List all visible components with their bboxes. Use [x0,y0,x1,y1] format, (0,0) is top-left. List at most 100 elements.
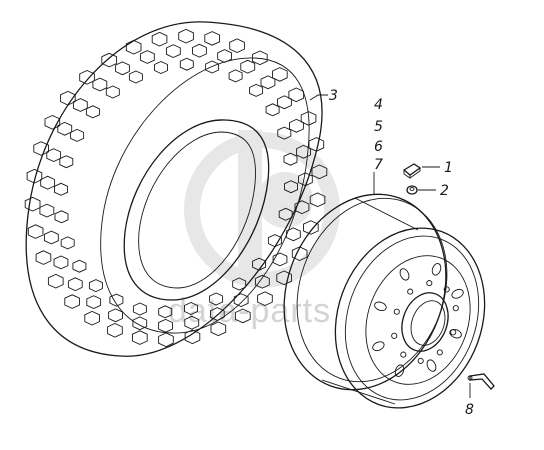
tread-block [132,316,148,331]
tread-block [107,323,123,338]
stud-hole [452,305,459,312]
tread-block [54,182,68,196]
tire-bead-inner [138,131,256,289]
center-bore-inner [410,300,446,346]
tread-block [285,227,301,242]
part-8-valve [467,373,495,390]
tread-block [272,67,288,82]
tread-block [44,115,61,130]
tread-block [209,292,224,306]
tread-block [92,77,108,92]
stud-hole [400,351,407,358]
stud-hole [443,286,450,293]
tread-block [154,61,168,74]
tread-block [204,31,220,46]
stud-hole [450,329,457,336]
tread-block [132,330,148,345]
vent-hole [449,328,462,339]
tread-block [240,59,256,74]
tread-block [257,291,273,306]
tread-block [265,103,280,117]
tread-block [86,295,102,309]
disc-face [365,255,471,385]
rim-front-flange-inner [344,235,480,401]
part-1-nut [402,163,422,179]
tread-block [125,39,142,55]
tread-block [53,255,69,270]
tread-block [85,105,100,119]
stud-hole [436,349,443,356]
tread-block [105,85,120,99]
tread-block [232,277,247,291]
vent-hole [399,268,410,281]
tread-block [101,52,118,68]
stud-hole [393,308,400,315]
tread-block [59,155,74,169]
disc-stud-holes [391,280,459,364]
tread-block [70,128,85,142]
leader-tire [309,94,328,101]
tread-block [47,273,64,289]
callout-3: 3 [329,88,338,104]
center-bore [401,292,449,352]
tread-block [300,111,317,126]
tread-block [267,234,282,248]
callout-5: 5 [374,119,383,135]
tread-block [27,224,44,239]
tire-outer-outline [25,21,323,357]
vent-hole [372,341,385,352]
stud-hole [417,357,424,364]
vent-hole [374,301,387,312]
tread-block [272,252,288,267]
tread-block [60,236,75,250]
tread-block [88,279,103,293]
callout-2: 2 [440,183,449,199]
tread-block [109,293,124,307]
tread-block [217,49,232,63]
tread-block [57,121,73,136]
tread-block [64,294,80,309]
tread-block [252,257,267,271]
vent-hole [431,263,442,276]
tread-block [115,61,130,76]
tread-block [229,38,245,53]
tread-block [79,70,95,85]
stud-hole [407,288,414,295]
rim-front-flange [334,227,486,409]
tread-block [260,75,276,90]
tread-block [288,87,305,103]
tread-block [252,50,268,66]
tread-block [158,305,173,319]
stud-hole [391,332,398,339]
tread-block [192,43,207,58]
callout-4: 4 [374,97,383,113]
tread-block [158,332,174,348]
tread-block [67,277,83,292]
tread-block [291,246,308,261]
tread-block [277,95,292,110]
tread-block [54,210,69,224]
tread-block [309,192,326,208]
tread-block [35,250,52,265]
tire [24,21,328,357]
tread-block [179,57,194,71]
tread-block [294,200,310,215]
tread-block [233,293,249,307]
watermark-logo [184,130,340,288]
disc-vent-holes [372,263,464,377]
tread-block [284,180,298,194]
rim-barrel-top [354,197,419,231]
tread-block [311,164,328,180]
tread-block [72,98,88,112]
tread-block [184,302,198,315]
tread-block [296,144,311,159]
tire-bead-opening [123,119,270,301]
tread-block [184,315,200,330]
callout-7: 7 [374,157,383,173]
tread-block [46,148,62,162]
tread-block [210,321,227,337]
tread-block [165,44,181,58]
vent-hole [451,288,464,299]
tread-block [151,31,168,47]
